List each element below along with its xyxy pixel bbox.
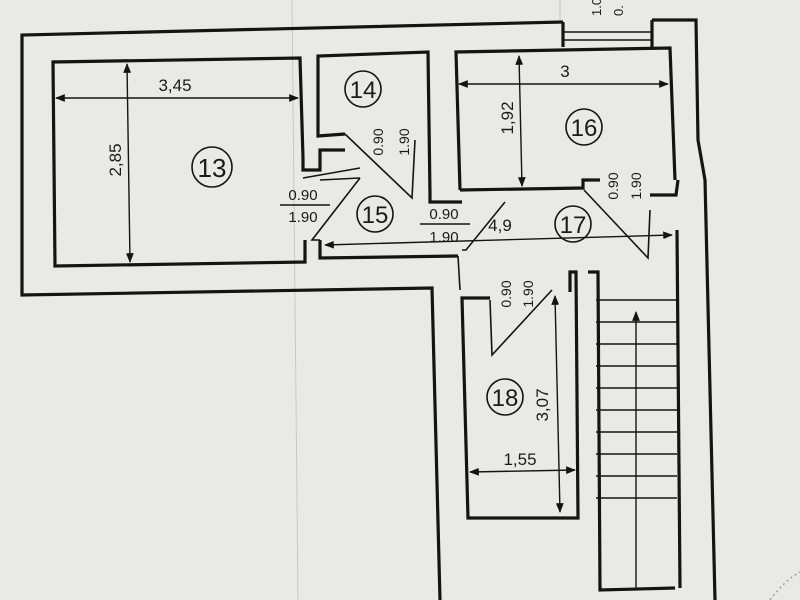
door-swings	[310, 133, 651, 357]
room-16-walls	[454, 46, 680, 197]
room-16-number: 16	[571, 115, 598, 142]
room-13-height-label: 2,85	[106, 143, 125, 176]
door-top-height-label: 0.	[611, 5, 626, 16]
corridor-17-length-label: 4,9	[488, 216, 512, 235]
room-15-walls	[302, 167, 462, 260]
room-13-number: 13	[198, 153, 227, 183]
room-16-height-label: 1,92	[498, 101, 517, 134]
door-16-height-label: 1.90	[628, 172, 644, 199]
room-15-number: 15	[362, 202, 389, 229]
door-18-width-label: 0.90	[498, 280, 514, 307]
paper-fold-line	[291, 0, 299, 600]
room-17-number: 17	[560, 212, 587, 239]
room-markers: 13 14 15 16 17 18	[191, 70, 603, 416]
staircase	[588, 229, 682, 592]
door-14-width-label: 0.90	[370, 128, 386, 155]
door-14-height-label: 1.90	[396, 128, 412, 155]
room-18-walls	[457, 255, 580, 520]
room-18-height-label: 3,07	[533, 388, 552, 421]
room-13-walls	[51, 56, 307, 268]
door-15-width-label: 0.90	[429, 206, 458, 223]
door-13-height-label: 1.90	[288, 209, 317, 226]
room-17-circle	[554, 205, 592, 243]
dimension-labels: 3,45 2,85 3 1,92 4,9 1,55 3,07	[106, 62, 570, 469]
room-15-circle	[356, 195, 394, 233]
door-15-height-label: 1.90	[429, 229, 458, 246]
door-18-height-label: 1.90	[520, 280, 536, 307]
dimension-lines	[55, 55, 673, 513]
stamp-edge	[769, 571, 800, 600]
room-13-width-label: 3,45	[158, 76, 191, 95]
room-13-circle	[191, 146, 233, 188]
room-14-circle	[344, 70, 382, 108]
door-top-width-label: 1.0	[589, 0, 604, 16]
outer-walls	[20, 18, 717, 600]
door-13-width-label: 0.90	[288, 187, 317, 204]
door-labels: 0.90 1.90 0.90 1.90 0.90 1.90 0.90 1.90 …	[288, 0, 644, 308]
room-16-width-label: 3	[560, 62, 569, 81]
door-16-width-label: 0.90	[605, 172, 621, 199]
room-14-walls	[301, 50, 432, 196]
room-18-number: 18	[492, 385, 519, 412]
room-18-circle	[486, 378, 524, 416]
room-18-width-label: 1,55	[503, 450, 536, 469]
room-14-number: 14	[350, 77, 377, 104]
room-16-circle	[565, 108, 603, 146]
